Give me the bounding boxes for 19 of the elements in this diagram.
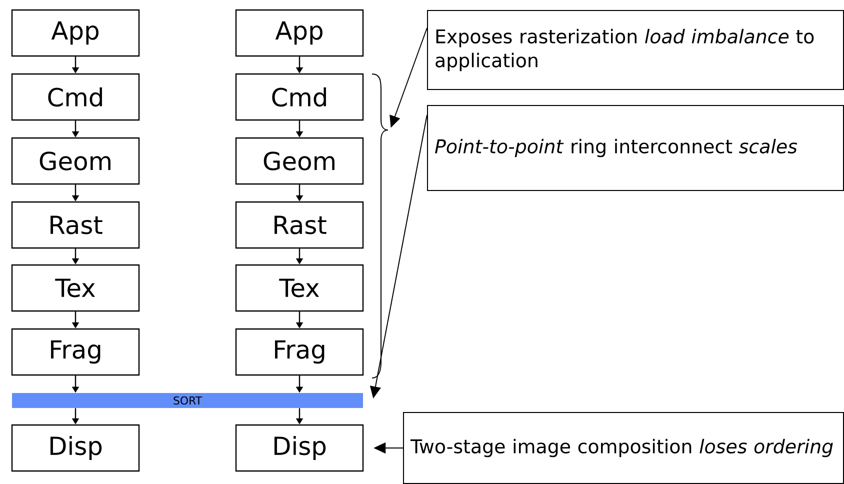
callout-box: Two-stage image composition loses ordering xyxy=(403,412,844,484)
callout-box: Exposes rasterization load imbalance to application xyxy=(427,10,844,90)
sort-bar: SORT xyxy=(12,393,363,408)
stage-box: Tex xyxy=(11,264,140,312)
brace xyxy=(372,74,388,378)
stage-box: Disp xyxy=(235,424,364,472)
stage-box: Frag xyxy=(11,328,140,376)
stage-box: App xyxy=(235,9,364,57)
stage-box: App xyxy=(11,9,140,57)
stage-box: Cmd xyxy=(235,73,364,121)
stage-box: Cmd xyxy=(11,73,140,121)
stage-box: Disp xyxy=(11,424,140,472)
stage-box: Tex xyxy=(235,264,364,312)
stage-box: Geom xyxy=(235,137,364,185)
stage-box: Rast xyxy=(235,201,364,249)
callout-box: Point-to-point ring interconnect scales xyxy=(427,105,844,191)
stage-box: Geom xyxy=(11,137,140,185)
stage-box: Rast xyxy=(11,201,140,249)
stage-box: Frag xyxy=(235,328,364,376)
